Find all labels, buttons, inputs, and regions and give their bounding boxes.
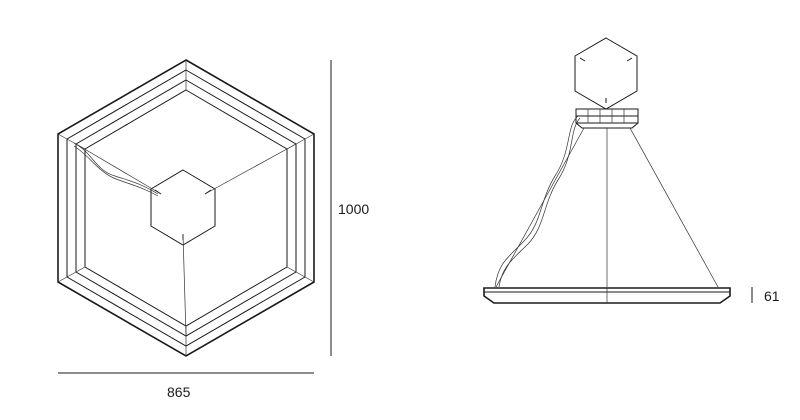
side-power-cord xyxy=(494,115,579,288)
side-view xyxy=(483,37,731,304)
top-view xyxy=(57,59,315,357)
canopy-hexagon xyxy=(150,169,216,246)
inner-hexagon-2 xyxy=(75,79,297,337)
inner-hexagon-1 xyxy=(66,69,306,347)
power-cord-2 xyxy=(73,145,159,197)
width-dimension-label: 865 xyxy=(167,384,191,400)
inner-hexagon-3 xyxy=(84,89,288,327)
height-dimension-label: 1000 xyxy=(338,201,369,217)
canopy-top-hooks xyxy=(579,57,633,103)
ring-side xyxy=(483,287,731,304)
ring-thickness-label: 61 xyxy=(764,288,780,304)
power-cord xyxy=(73,142,159,195)
side-suspension-cables xyxy=(495,127,719,288)
outer-hexagon xyxy=(57,59,315,357)
canopy-hooks xyxy=(154,189,212,240)
bevel-lines xyxy=(57,60,315,356)
suspension-cables xyxy=(75,143,297,337)
